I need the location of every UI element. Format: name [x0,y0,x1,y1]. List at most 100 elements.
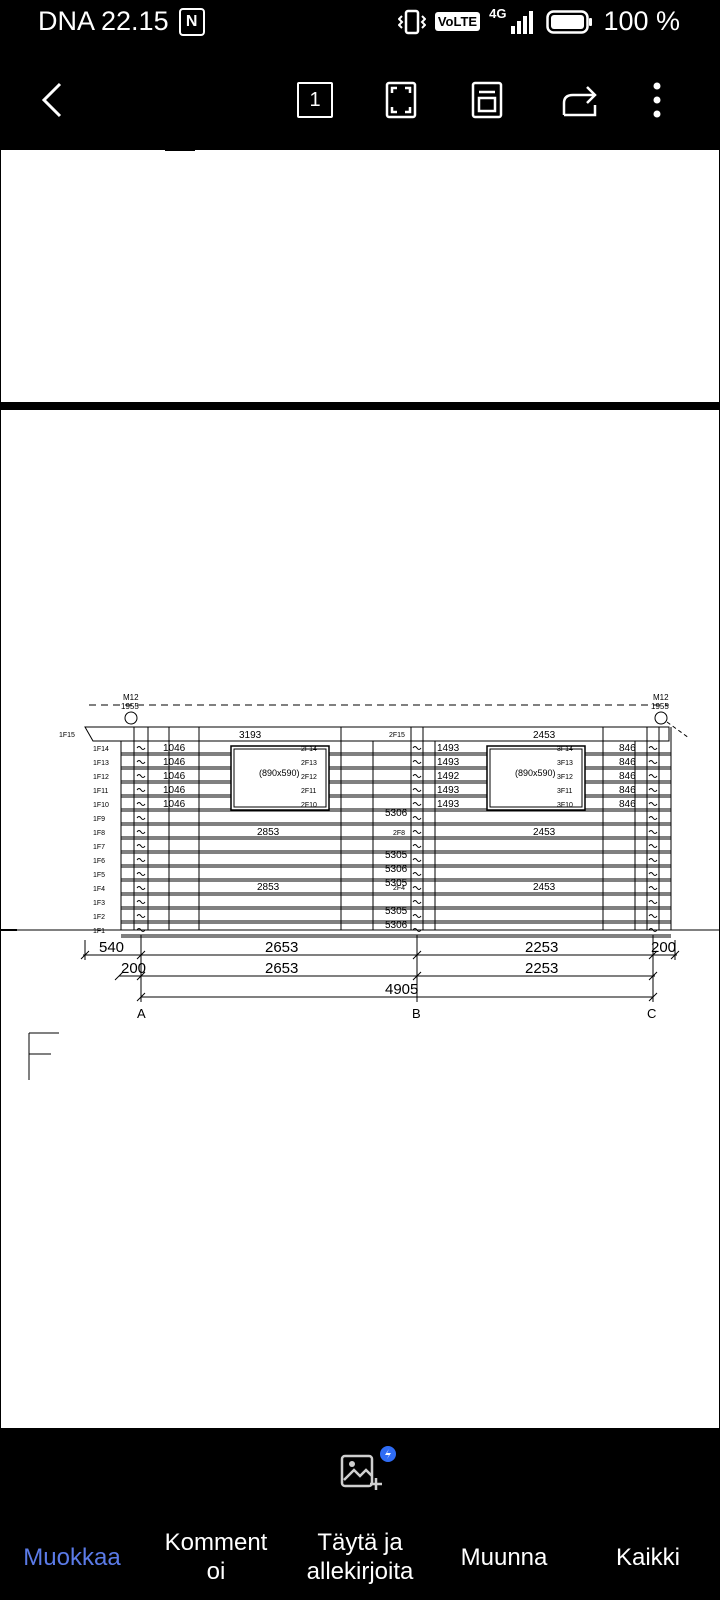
back-button[interactable] [18,50,88,150]
notch-mark [412,802,422,806]
notch-mark [648,816,658,820]
row-label-left: 1F5 [93,872,105,879]
edit-strip [0,1428,720,1514]
length-full: 5306 [385,808,408,819]
row-label-mid: 2F4 [393,885,405,892]
notch-mark [648,788,658,792]
share-icon [562,86,597,117]
notch-mark [136,914,146,918]
length-full: 5306 [385,920,408,931]
row-label-mid: 2F8 [393,830,405,837]
network-type: 4G [489,6,507,21]
top-right-length: 2453 [533,730,556,741]
length-left-short: 1046 [163,757,186,768]
page-1-fragment [165,149,195,151]
row-label-left: 1F9 [93,816,105,823]
share-button[interactable] [546,50,616,150]
dim-540: 540 [99,939,124,956]
tab-tayta-ja-allekirjoita[interactable]: Täytä ja allekirjoita [306,1529,414,1585]
length-full: 5306 [385,864,408,875]
more-vertical-icon [653,82,661,118]
status-right: VoLTE 4G 100 % [397,6,680,37]
reading-mode-button[interactable] [452,50,522,150]
notch-mark [648,802,658,806]
status-bar: DNA 22.15 N VoLTE 4G 100 % [0,0,720,46]
axis-a: A [137,1006,146,1021]
row-label-mid: 2F12 [301,774,317,781]
notch-mark [648,844,658,848]
battery-percent: 100 % [603,6,680,36]
length-right-short: 846 [619,743,636,754]
add-image-button[interactable] [340,1446,396,1496]
notch-mark [136,858,146,862]
row-label-left: 1F6 [93,858,105,865]
notch-mark [648,760,658,764]
length-span-left: 2853 [257,827,280,838]
length-right-short: 846 [619,771,636,782]
row-label-right: 3F10 [557,802,573,809]
length-left-short: 1046 [163,799,186,810]
vibrate-icon [397,9,426,34]
row-label-mid: 2F11 [301,788,317,795]
notch-mark [648,746,658,750]
reading-mode-icon [471,81,503,119]
length-full: 5305 [385,850,408,861]
row-label-left: 1F13 [93,760,109,767]
volte-badge: VoLTE [434,12,481,31]
signal-icon [511,10,534,34]
window-left-size: (890x590) [259,768,300,778]
row-label-left: 1F7 [93,844,105,851]
fit-screen-button[interactable] [366,50,436,150]
length-mid-short: 1493 [437,757,460,768]
tab-kommentoi[interactable]: Komment oi [164,1529,268,1585]
notch-mark [136,788,146,792]
length-left-short: 1046 [163,743,186,754]
row-label-mid: 2F13 [301,760,317,767]
top-mark-m12-left: M12 [123,693,139,702]
notch-mark [648,872,658,876]
row-label-mid: 2F10 [301,802,317,809]
tab-muunna[interactable]: Muunna [460,1543,548,1571]
notch-mark [136,816,146,820]
top-mark-1955-left: 1955 [121,702,139,711]
length-full: 5305 [385,878,408,889]
length-right-short: 846 [619,785,636,796]
length-left-short: 1046 [163,785,186,796]
length-full: 5305 [385,906,408,917]
row-label-left: 1F4 [93,886,105,893]
tab-kaikki[interactable]: Kaikki [615,1543,681,1571]
tab-muokkaa[interactable]: Muokkaa [23,1543,121,1571]
more-options-button[interactable] [622,50,692,150]
carrier-time: DNA 22.15 [38,6,169,36]
dim-2653-a: 2653 [265,939,298,956]
notch-mark [412,788,422,792]
axis-c: C [647,1006,656,1021]
top-left-length: 3193 [239,730,262,741]
dim-200-b: 200 [121,960,146,977]
length-span-left: 2853 [257,882,280,893]
row-label-right: 3F12 [557,774,573,781]
page-count-button[interactable]: 1 [280,50,350,150]
notch-mark [136,746,146,750]
length-span-right: 2453 [533,827,556,838]
row-label-right: 3F14 [557,746,573,753]
row-label-mid: 2F15 [389,732,405,739]
add-image-icon [340,1446,396,1490]
dim-200-a: 200 [651,939,676,956]
length-mid-short: 1493 [437,799,460,810]
notch-mark [412,760,422,764]
notch-mark [648,900,658,904]
notch-mark [648,886,658,890]
status-left: DNA 22.15 N [38,6,205,37]
row-label-left: 1F8 [93,830,105,837]
top-mark-1955-right: 1955 [651,702,669,711]
document-viewer[interactable]: M12 1955 M12 1955 [0,149,720,1428]
dim-2253-b: 2253 [525,960,558,977]
row-label-left: 1F1 [93,928,105,935]
notch-mark [412,872,422,876]
dim-total: 4905 [385,981,418,998]
notch-mark [412,858,422,862]
length-span-right: 2453 [533,882,556,893]
row-label-right: 3F11 [557,788,573,795]
row-label-left: 1F11 [93,788,109,795]
